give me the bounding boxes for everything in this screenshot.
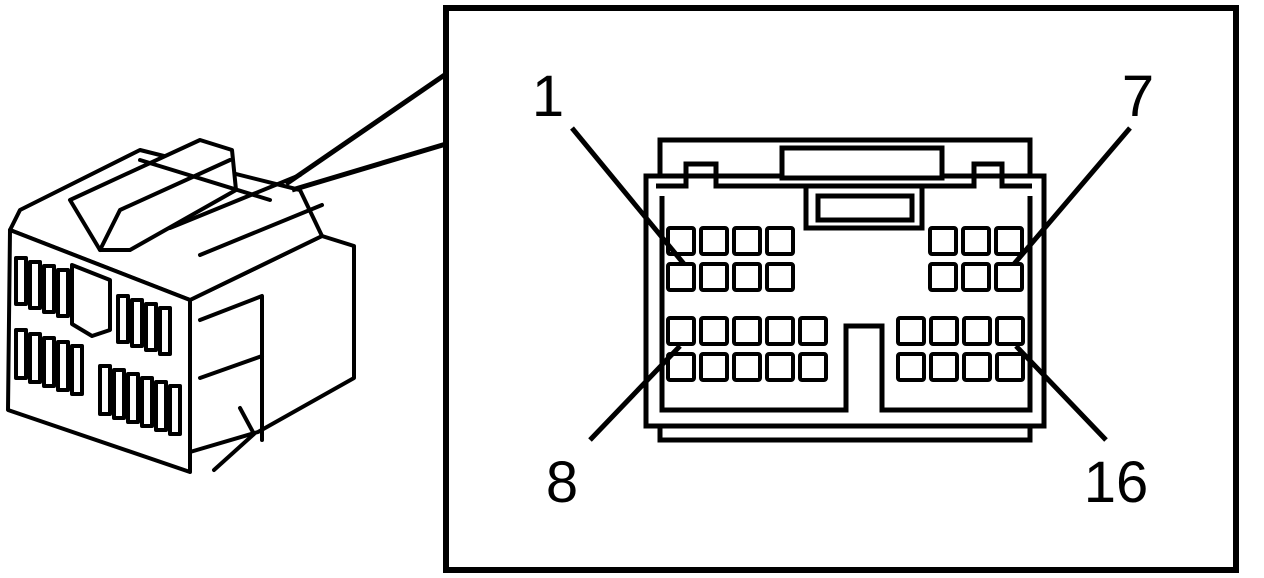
pin-cavity bbox=[666, 352, 696, 382]
pin-cavity bbox=[995, 352, 1025, 382]
connector-latch-tab bbox=[70, 263, 112, 338]
pin-cavity bbox=[699, 316, 729, 346]
pin-cavity bbox=[765, 352, 795, 382]
pin-cavity bbox=[928, 226, 958, 256]
pin-cavity bbox=[896, 316, 926, 346]
leader-lines bbox=[570, 126, 1132, 442]
pin-cavity bbox=[962, 352, 992, 382]
leader-pin-7 bbox=[1012, 126, 1132, 266]
pin-cavity bbox=[732, 262, 762, 292]
leader-pin-16 bbox=[1014, 344, 1108, 442]
connector-3d-view bbox=[6, 138, 356, 474]
label-pin-1: 1 bbox=[532, 64, 564, 129]
pin-grid bbox=[666, 226, 1025, 382]
pin-cavity bbox=[929, 352, 959, 382]
pin-cavity bbox=[994, 262, 1024, 292]
label-pin-7: 7 bbox=[1122, 64, 1154, 129]
pin-cavity bbox=[962, 316, 992, 346]
pin-cavity bbox=[928, 262, 958, 292]
pin-cavity bbox=[765, 262, 795, 292]
pin-cavity bbox=[699, 352, 729, 382]
pin-cavity bbox=[666, 316, 696, 346]
pin-cavity bbox=[732, 316, 762, 346]
leader-pin-1 bbox=[570, 126, 686, 266]
leader-pin-8 bbox=[588, 344, 682, 442]
pin-cavity bbox=[732, 226, 762, 256]
pin-cavity bbox=[699, 226, 729, 256]
pin-cavity bbox=[961, 262, 991, 292]
callout-lines bbox=[284, 71, 448, 193]
pin-cavity bbox=[765, 226, 795, 256]
pin-cavity bbox=[666, 262, 696, 292]
pin-cavity bbox=[929, 316, 959, 346]
pin-cavity bbox=[798, 316, 828, 346]
pin-cavity bbox=[995, 316, 1025, 346]
pin-cavity bbox=[994, 226, 1024, 256]
label-pin-16: 16 bbox=[1084, 450, 1149, 515]
pin-cavity bbox=[765, 316, 795, 346]
label-pin-8: 8 bbox=[546, 450, 578, 515]
pin-cavity bbox=[798, 352, 828, 382]
pin-cavity bbox=[961, 226, 991, 256]
pin-cavity bbox=[896, 352, 926, 382]
pin-cavity bbox=[732, 352, 762, 382]
pin-cavity bbox=[699, 262, 729, 292]
